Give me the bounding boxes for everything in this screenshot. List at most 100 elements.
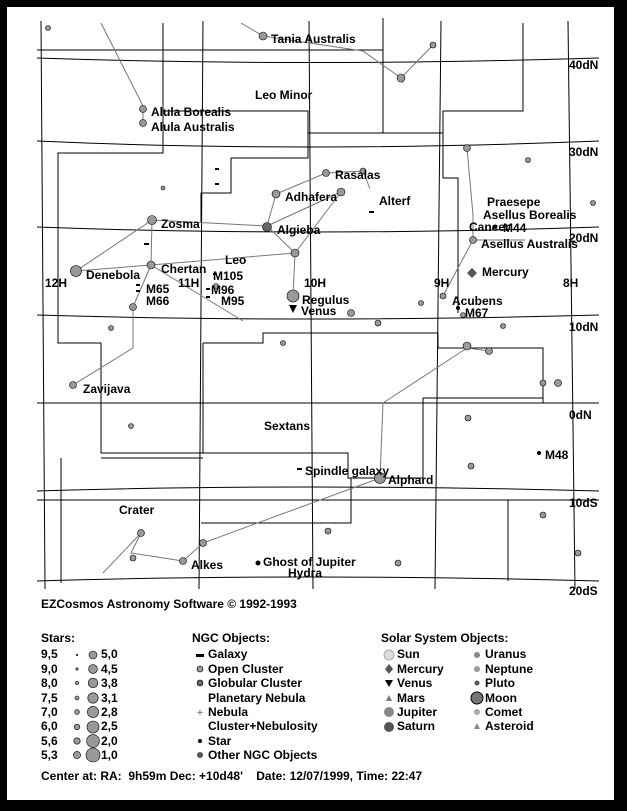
- legend-row: Moon: [469, 691, 534, 705]
- stars-legend-title: Stars:: [41, 631, 76, 645]
- legend-row: Sun: [381, 647, 469, 661]
- label-tania-australis[interactable]: Tania Australis: [271, 32, 356, 46]
- star-mag-right: 2,5: [101, 719, 118, 734]
- star-dot-icon: [85, 704, 101, 720]
- m105-marker[interactable]: [213, 273, 217, 275]
- legend-row: +Nebula: [192, 705, 318, 719]
- m67-marker[interactable]: [456, 306, 460, 310]
- dec-label-20s: 20dS: [569, 584, 598, 598]
- label-alula-australis[interactable]: Alula Australis: [151, 120, 235, 134]
- saturn-icon: [381, 721, 397, 733]
- label-m65[interactable]: M65: [146, 282, 170, 296]
- label-zavijava[interactable]: Zavijava: [83, 382, 131, 396]
- moon-icon: [469, 691, 485, 705]
- label-denebola[interactable]: Denebola: [86, 268, 140, 282]
- label-m95[interactable]: M95: [221, 294, 245, 308]
- m95-marker[interactable]: [206, 296, 210, 298]
- label-rasalas[interactable]: Rasalas: [335, 168, 381, 182]
- label-alula-borealis[interactable]: Alula Borealis: [151, 105, 231, 119]
- label-asellus-australis[interactable]: Asellus Australis: [481, 237, 578, 251]
- legend-row: Mars: [381, 691, 469, 705]
- label-algieba[interactable]: Algieba: [277, 223, 321, 237]
- star-map[interactable]: 12H 11H 10H 9H 8H 40dN 30dN 20dN 10dN 0d…: [7, 7, 614, 800]
- label-acubens[interactable]: Acubens: [452, 294, 503, 308]
- star-dot-icon: [69, 720, 85, 734]
- label-m105[interactable]: M105: [213, 269, 243, 283]
- legend-label: Galaxy: [208, 647, 248, 662]
- legend-label: Other NGC Objects: [208, 748, 318, 763]
- label-leo[interactable]: Leo: [225, 253, 246, 267]
- star-dot-icon: [69, 676, 85, 690]
- label-chertan[interactable]: Chertan: [161, 262, 206, 276]
- legend-row: Asteroid: [469, 719, 534, 733]
- star-dot-icon: [85, 719, 101, 735]
- m66-marker[interactable]: [136, 290, 140, 292]
- uranus-icon: [469, 649, 485, 661]
- label-hydra[interactable]: Hydra: [288, 566, 322, 580]
- legend-row: Uranus: [469, 647, 534, 661]
- m48-marker[interactable]: [537, 451, 541, 455]
- venus-icon: [381, 677, 397, 689]
- venus-marker[interactable]: [289, 305, 297, 313]
- star-mag-left: 8,0: [41, 676, 58, 691]
- star-dot-icon: [85, 647, 101, 663]
- star-dot-icon: [69, 748, 85, 762]
- m44-marker[interactable]: [493, 225, 497, 229]
- label-venus[interactable]: Venus: [301, 304, 337, 318]
- label-crater[interactable]: Crater: [119, 503, 155, 517]
- label-mercury[interactable]: Mercury: [482, 265, 529, 279]
- label-m96[interactable]: M96: [211, 283, 235, 297]
- ra-line-12h: [40, 20, 46, 590]
- dec-label-20n: 20dN: [569, 231, 598, 245]
- label-regulus[interactable]: Regulus: [302, 293, 350, 307]
- star-mag-right: 3,1: [101, 690, 118, 705]
- label-asellus-borealis[interactable]: Asellus Borealis: [483, 208, 577, 222]
- legend-row: Venus: [381, 676, 469, 690]
- label-alphard[interactable]: Alphard: [388, 473, 433, 487]
- legend-row: Star: [192, 734, 318, 748]
- legend-row: Pluto: [469, 676, 534, 690]
- ra-label-10h: 10H: [304, 276, 326, 290]
- svg-text:+: +: [197, 708, 203, 717]
- legend-row: Galaxy: [192, 647, 318, 661]
- label-m66[interactable]: M66: [146, 294, 170, 308]
- dec-line-10n: [36, 314, 600, 320]
- star-dot-icon: [85, 733, 101, 749]
- m96-marker[interactable]: [206, 288, 210, 290]
- label-alkes[interactable]: Alkes: [191, 558, 223, 572]
- legend-row: Saturn: [381, 719, 469, 733]
- star-mag-right: 1,0: [101, 748, 118, 763]
- legend-row: Jupiter: [381, 705, 469, 719]
- legend-label: Pluto: [485, 676, 515, 691]
- label-m67[interactable]: M67: [465, 306, 489, 320]
- label-praesepe[interactable]: Praesepe: [487, 195, 541, 209]
- ra-label-11h: 11H: [178, 276, 199, 290]
- ra-line-9h: [434, 20, 442, 590]
- spindle-marker[interactable]: [297, 468, 302, 470]
- label-ghost-of-jupiter[interactable]: Ghost of Jupiter: [263, 555, 356, 569]
- label-sextans[interactable]: Sextans: [264, 419, 310, 433]
- star-dot-icon: [69, 705, 85, 719]
- label-m44[interactable]: M44: [503, 221, 527, 235]
- label-alterf[interactable]: Alterf: [379, 194, 411, 208]
- dec-grid: [36, 57, 600, 582]
- label-leo-minor[interactable]: Leo Minor: [255, 88, 313, 102]
- legend-label: Jupiter: [397, 704, 438, 719]
- star-mag-left: 5,6: [41, 733, 58, 748]
- label-m48[interactable]: M48: [545, 448, 569, 462]
- sun-icon: [381, 649, 397, 661]
- label-adhafera[interactable]: Adhafera: [285, 190, 337, 204]
- legend-label: Open Cluster: [208, 661, 284, 676]
- m65-marker[interactable]: [136, 284, 140, 286]
- neptune-icon: [469, 663, 485, 675]
- label-zosma[interactable]: Zosma: [161, 217, 200, 231]
- legend-label: Asteroid: [485, 719, 534, 734]
- dec-label-40n: 40dN: [569, 58, 598, 72]
- label-spindle-galaxy[interactable]: Spindle galaxy: [305, 464, 389, 478]
- ghost-of-jupiter-marker[interactable]: [255, 560, 261, 566]
- mercury-marker[interactable]: [467, 268, 477, 278]
- label-cancer[interactable]: Cancer: [469, 220, 510, 234]
- star-mag-right: 2,8: [101, 704, 118, 719]
